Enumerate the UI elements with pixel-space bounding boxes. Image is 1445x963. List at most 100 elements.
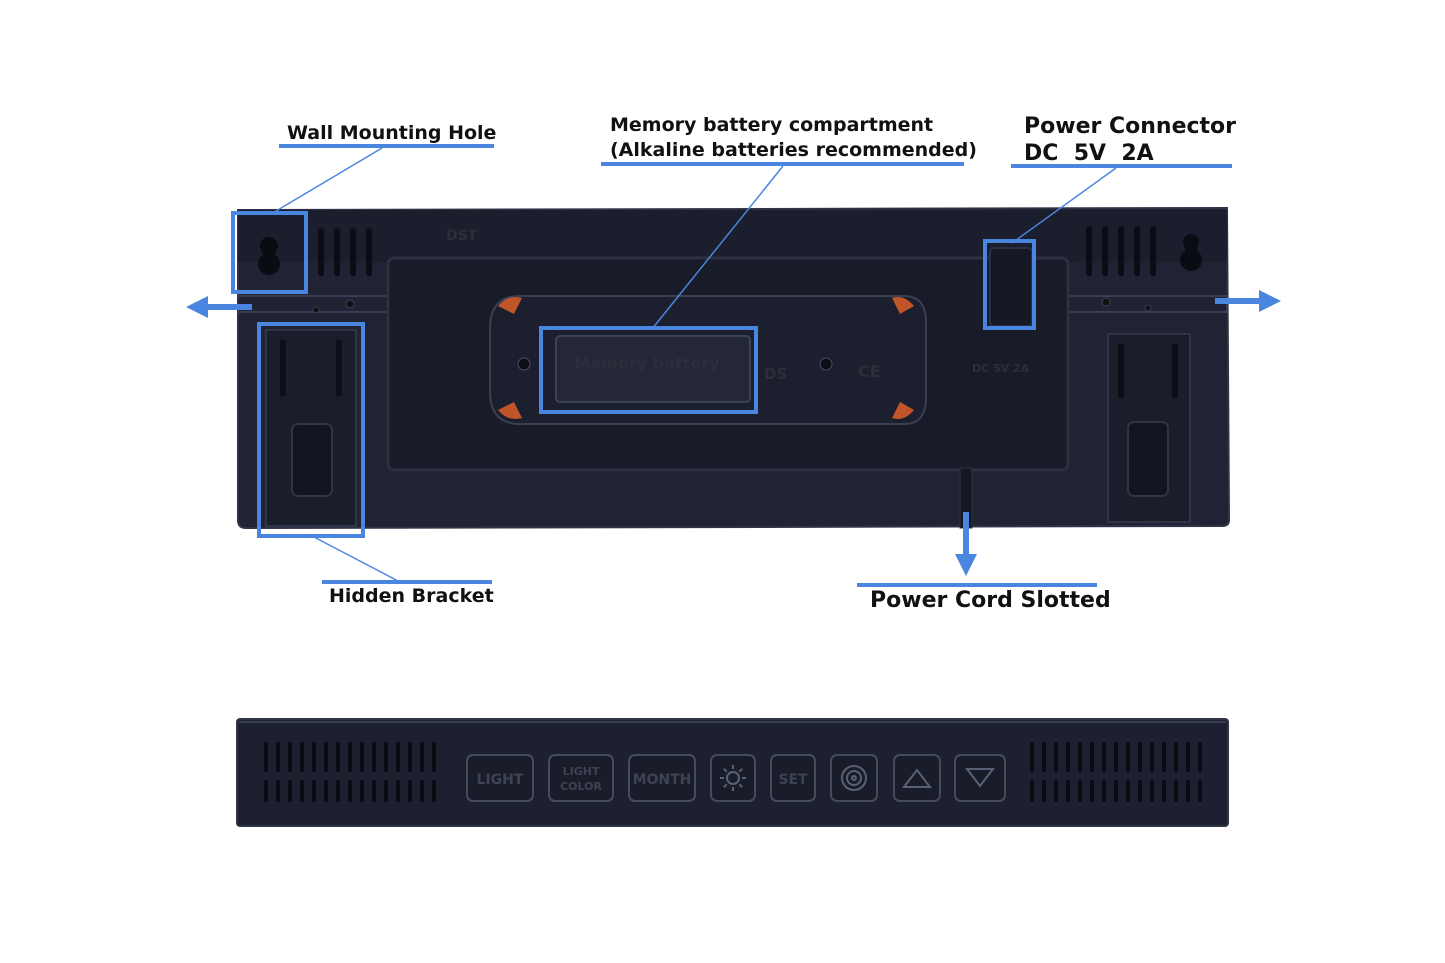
ce-mark: CE [858, 362, 881, 381]
vent-slot [348, 780, 352, 802]
screw [312, 306, 320, 314]
up-triangle-icon [901, 768, 933, 788]
dst-label: DST [446, 228, 478, 244]
direction-arrows [186, 290, 1281, 576]
side-button-month[interactable]: MONTH [628, 754, 696, 802]
left-arrow-head [186, 296, 208, 318]
vent-slot [1078, 780, 1082, 802]
vent-slot [1054, 780, 1058, 802]
dc-label: DC 5V 2A [972, 362, 1030, 375]
vent-slot [420, 742, 424, 772]
button-face[interactable] [954, 754, 1006, 802]
vent-slot [264, 742, 268, 772]
vent-slot [1126, 780, 1130, 802]
leader-battery [651, 165, 784, 330]
vent-slot [288, 742, 292, 772]
vent-slot [408, 780, 412, 802]
vent-slot [360, 742, 364, 772]
left-vents [318, 228, 372, 276]
right-vents [1086, 226, 1156, 276]
vent-slot [336, 780, 340, 802]
vent-slot [1162, 780, 1166, 802]
vent-slot [348, 742, 352, 772]
leader-wall-mount [270, 147, 383, 215]
button-label: COLOR [560, 780, 602, 793]
vent-slot [1090, 780, 1094, 802]
device-back-view: DST Memory bat [237, 206, 1231, 530]
vent-slot [384, 780, 388, 802]
side-button-light[interactable]: LIGHT COLOR [548, 754, 614, 802]
vent-slot [420, 780, 424, 802]
device-side-view: LIGHT LIGHT COLOR MONTH SET [236, 718, 1229, 827]
button-label: SET [778, 772, 808, 788]
vent-slot [1186, 780, 1190, 802]
vent-slot [1126, 742, 1130, 772]
vent-slot [1066, 780, 1070, 802]
button-face[interactable] [830, 754, 878, 802]
button-face[interactable] [466, 754, 534, 802]
vent-slot [1186, 742, 1190, 772]
side-button-down-triangle-icon[interactable] [954, 754, 1006, 802]
vent-slot [360, 780, 364, 802]
vent-slot [1198, 742, 1202, 772]
left-bracket [265, 329, 357, 527]
vent-slot [336, 742, 340, 772]
callout-power-connector-line1: Power Connector [1024, 114, 1236, 139]
vent-slot [372, 780, 376, 802]
vent-slot [312, 742, 316, 772]
side-button-light[interactable]: LIGHT [466, 754, 534, 802]
vent-slot [396, 742, 400, 772]
battery-cover-label: Memory battery [574, 354, 720, 373]
leader-lines [270, 144, 1232, 587]
highlight-wall-mount [231, 211, 308, 294]
screw [1101, 297, 1111, 307]
leader-hidden-bracket [311, 535, 401, 583]
vent-slot [372, 742, 376, 772]
screw [1144, 304, 1152, 312]
vent-slot [384, 742, 388, 772]
side-button-brightness-icon[interactable] [710, 754, 756, 802]
vent-slot [1150, 742, 1154, 772]
battery-cover [555, 335, 751, 403]
vent-slot [1042, 780, 1046, 802]
button-face[interactable] [548, 754, 614, 802]
button-face[interactable] [893, 754, 941, 802]
callout-wall-mounting-hole: Wall Mounting Hole [287, 122, 496, 144]
power-port [989, 247, 1033, 327]
side-button-alarm-icon[interactable] [830, 754, 878, 802]
button-label: LIGHT [563, 765, 600, 778]
side-buttons: LIGHT LIGHT COLOR MONTH SET [466, 754, 1006, 802]
button-face[interactable] [628, 754, 696, 802]
right-arrow-head [1259, 290, 1281, 312]
vent-slot [1030, 780, 1034, 802]
highlight-battery [539, 326, 758, 414]
down-arrow-head [955, 554, 977, 576]
side-left-vents [264, 742, 436, 802]
vent-slot [1150, 780, 1154, 802]
vent-slot [1042, 742, 1046, 772]
vent-slot [1114, 780, 1118, 802]
callout-hidden-bracket: Hidden Bracket [329, 585, 494, 607]
leader-power-connector [1011, 167, 1117, 244]
vent-slot [1174, 742, 1178, 772]
vent-slot [1066, 742, 1070, 772]
button-face[interactable] [710, 754, 756, 802]
vent-slot [300, 742, 304, 772]
button-face[interactable] [770, 754, 816, 802]
vent-slot [396, 780, 400, 802]
vent-slot [324, 780, 328, 802]
vent-slot [1138, 780, 1142, 802]
highlight-boxes [231, 211, 1036, 538]
vent-slot [276, 780, 280, 802]
orange-tab [892, 402, 914, 419]
screw [345, 299, 355, 309]
button-label: MONTH [633, 772, 692, 788]
side-button-up-triangle-icon[interactable] [893, 754, 941, 802]
vent-slot [1030, 742, 1034, 772]
highlight-hidden-bracket [257, 322, 365, 538]
side-button-set[interactable]: SET [770, 754, 816, 802]
battery-plate: Memory battery DS CE [489, 295, 927, 425]
vent-slot [1162, 742, 1166, 772]
vent-slot [312, 780, 316, 802]
